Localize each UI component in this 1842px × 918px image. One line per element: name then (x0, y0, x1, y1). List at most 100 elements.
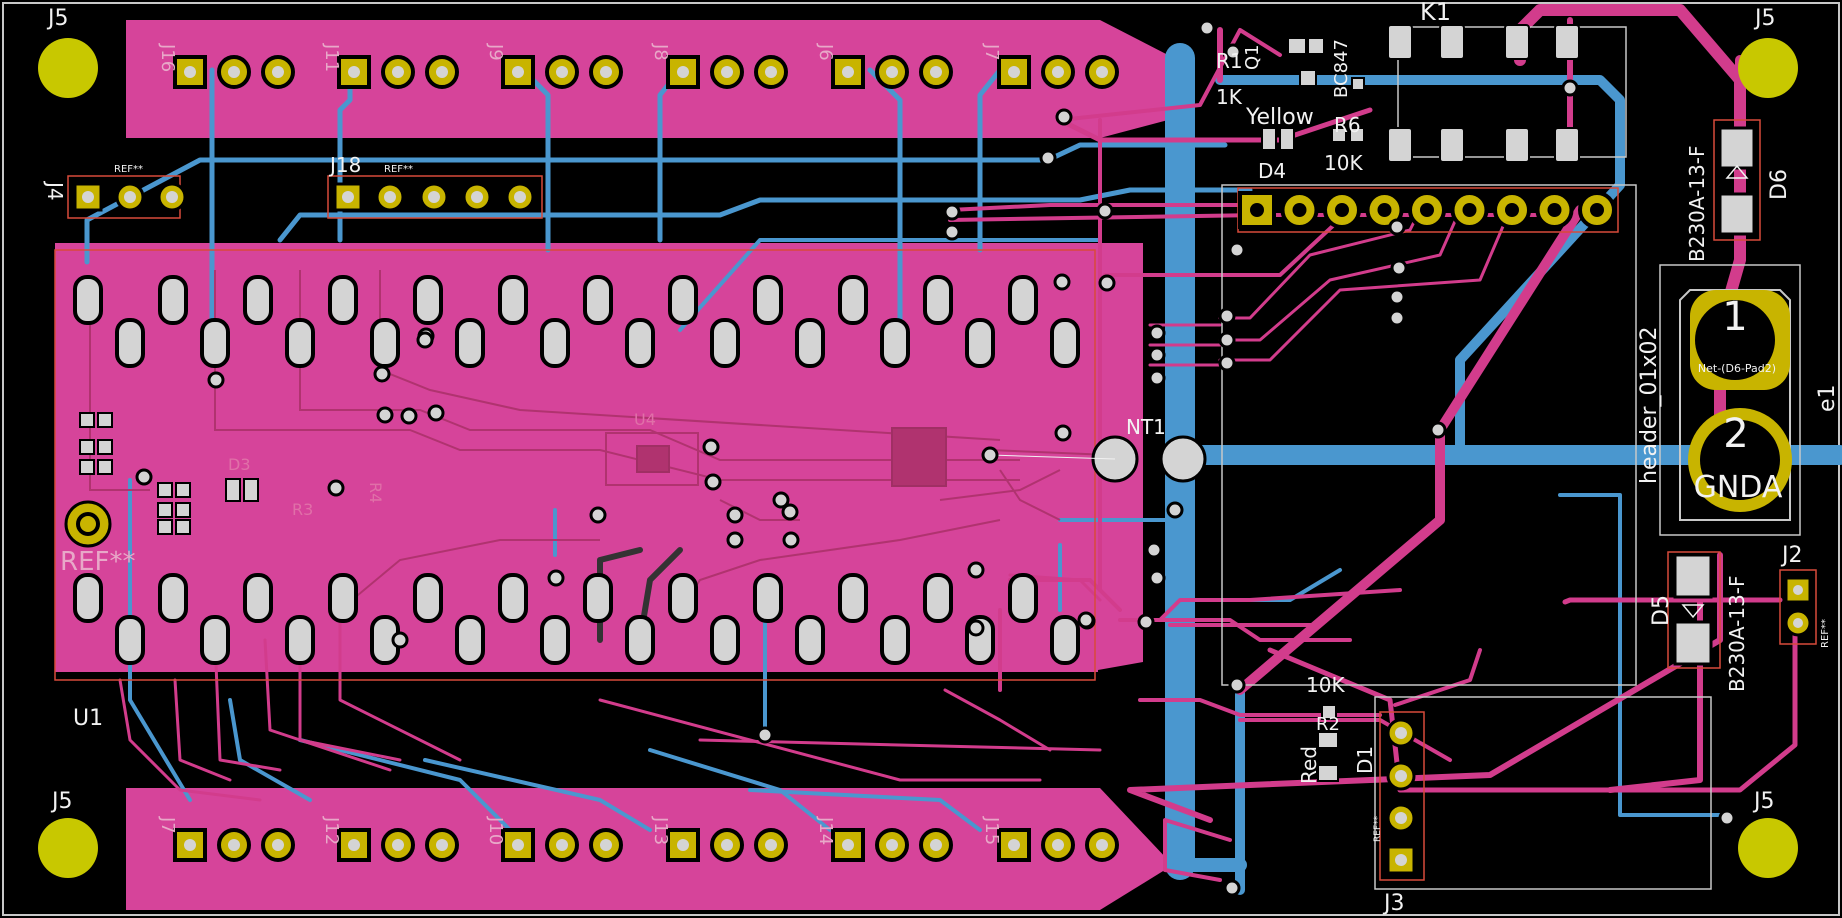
mcu-pad (73, 275, 103, 325)
ref-large-label: REF** (60, 547, 135, 577)
j18-header[interactable] (327, 175, 543, 219)
d4-label: D4 (1258, 159, 1286, 183)
q1-label: Q1 (1242, 44, 1263, 70)
via (1388, 309, 1406, 327)
left-smd-cluster[interactable] (79, 412, 259, 535)
via (967, 619, 985, 637)
mounting-hole-label-bl: J5 (50, 789, 73, 814)
u4-ic[interactable] (605, 427, 947, 487)
via (1148, 369, 1166, 387)
mcu-pad (583, 573, 613, 623)
bottom-connector-label: J12 (321, 816, 342, 845)
via (967, 561, 985, 579)
via (391, 631, 409, 649)
bottom-connector-label: J7 (157, 816, 178, 834)
d1-r2-smd[interactable] (1317, 704, 1339, 782)
q1-r1-smd[interactable] (1261, 37, 1365, 151)
e1-label: e1 (1815, 384, 1840, 412)
j3-header[interactable] (1379, 711, 1425, 881)
mcu-pad (243, 275, 273, 325)
top-connector-j16[interactable]: J16 (157, 43, 295, 89)
top-header-row: J16 J11 J9 J8 J6 J7 (157, 43, 1119, 89)
bottom-connector-j10[interactable]: J10 (485, 816, 623, 862)
mcu-pad (285, 615, 315, 665)
mcu-pad (115, 318, 145, 368)
ref-pad-drill-ring (80, 516, 96, 532)
via (1388, 218, 1406, 236)
top-connector-j6[interactable]: J6 (815, 43, 953, 89)
mcu-pad (668, 573, 698, 623)
bottom-connector-j13[interactable]: J13 (650, 816, 788, 862)
mcu-pad (413, 275, 443, 325)
top-connector-label: J6 (815, 43, 836, 61)
nt1-net-tie[interactable] (989, 435, 1207, 483)
bottom-header-row: J7 J12 J10 J13 J14 J15 (157, 816, 1119, 862)
net-d6-label: Net-(D6-Pad2) (1698, 362, 1776, 375)
right-module-header[interactable] (1237, 187, 1619, 233)
via (981, 446, 999, 464)
top-connector-j11[interactable]: J11 (321, 43, 459, 89)
via (756, 726, 774, 744)
bottom-connector-j14[interactable]: J14 (815, 816, 953, 862)
j3-module-outline (1374, 696, 1712, 890)
mcu-pad (965, 318, 995, 368)
top-connector-j9[interactable]: J9 (485, 43, 623, 89)
mcu-pad (880, 615, 910, 665)
via (943, 223, 961, 241)
r6-value: 10K (1324, 151, 1363, 175)
via (1561, 79, 1579, 97)
bottom-connector-j7[interactable]: J7 (157, 816, 295, 862)
via (704, 473, 722, 491)
via (726, 506, 744, 524)
via (327, 479, 345, 497)
j4-ref-label: REF** (114, 164, 143, 175)
mcu-pad (200, 615, 230, 665)
bottom-connector-j15[interactable]: J15 (981, 816, 1119, 862)
via (376, 406, 394, 424)
mcu-pad (370, 318, 400, 368)
u4-label: U4 (634, 410, 656, 429)
gnda-label: GNDA (1694, 470, 1783, 505)
terminal-1-label: 1 (1722, 294, 1747, 340)
mounting-holes (38, 38, 1798, 878)
via (1429, 421, 1447, 439)
mcu-pad (540, 615, 570, 665)
via (373, 365, 391, 383)
mcu-pad (710, 318, 740, 368)
d6-diode[interactable] (1713, 119, 1761, 241)
terminal-2-label: 2 (1723, 411, 1748, 457)
via (1096, 202, 1114, 220)
top-connector-j7[interactable]: J7 (981, 43, 1119, 89)
power-terminal-block[interactable]: 1 Net-(D6-Pad2) 2 GNDA (1679, 289, 1792, 521)
top-connector-label: J9 (485, 43, 506, 61)
u1-mcu-footprint[interactable] (73, 275, 1080, 665)
via (1218, 307, 1236, 325)
mcu-pad (540, 318, 570, 368)
d6-label: D6 (1767, 169, 1792, 200)
bottom-connector-j12[interactable]: J12 (321, 816, 459, 862)
mounting-hole-bottom-right (1738, 818, 1798, 878)
via (1055, 108, 1073, 126)
mcu-pad (1050, 615, 1080, 665)
r2-label: R2 (1316, 714, 1340, 735)
k1-relay[interactable] (1387, 24, 1580, 163)
mcu-pad (73, 573, 103, 623)
via (135, 468, 153, 486)
top-connector-j8[interactable]: J8 (650, 43, 788, 89)
via (547, 569, 565, 587)
mcu-pad (1008, 275, 1038, 325)
j2-header[interactable] (1779, 569, 1817, 645)
j3-ref-label: REF** (1373, 815, 1383, 842)
mcu-pad (880, 318, 910, 368)
mcu-pad (455, 318, 485, 368)
mounting-hole-top-right (1738, 38, 1798, 98)
d5-diode[interactable] (1667, 551, 1721, 669)
via (1228, 241, 1246, 259)
j4-header[interactable] (67, 175, 187, 219)
mcu-pad (200, 318, 230, 368)
top-connector-label: J16 (157, 43, 178, 72)
right-module-outline (1221, 184, 1637, 686)
mcu-pad (753, 573, 783, 623)
mcu-pad (710, 615, 740, 665)
mcu-pad (838, 275, 868, 325)
